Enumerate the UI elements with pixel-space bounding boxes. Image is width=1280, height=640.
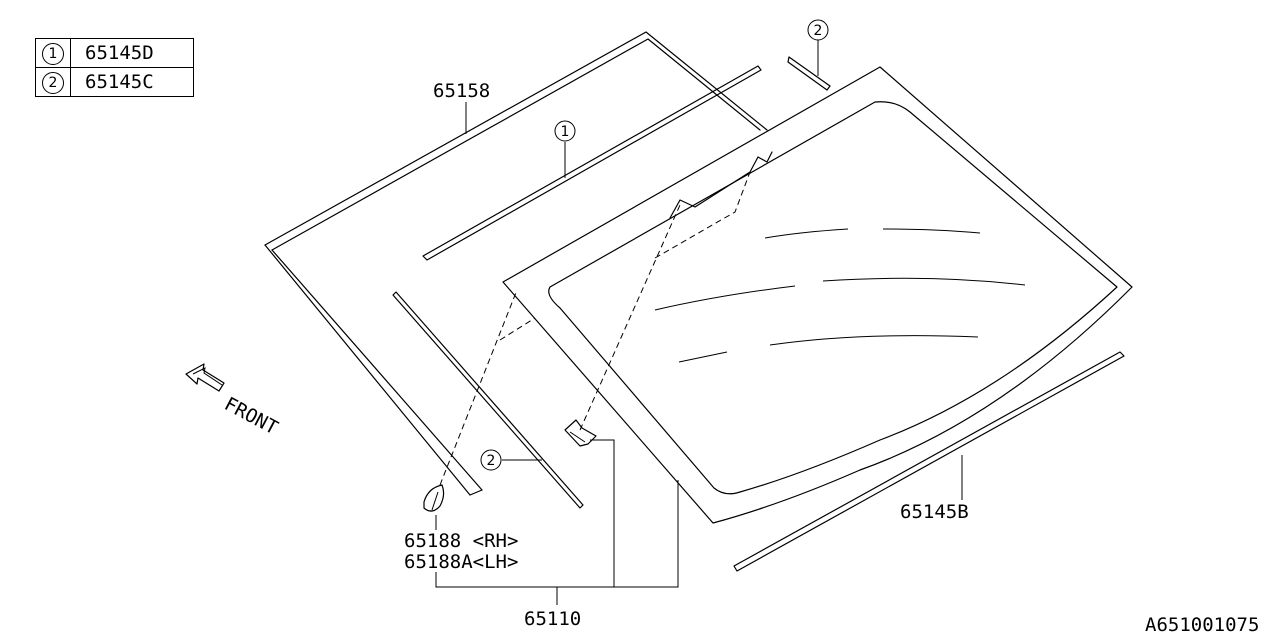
callout-number-2-side: 2 <box>487 453 496 469</box>
callout-circle-2-side <box>480 449 502 471</box>
top-right-molding-part-2 <box>787 56 831 91</box>
callout-number-1: 1 <box>561 124 570 140</box>
callout-circle-1 <box>554 120 576 142</box>
upper-molding-part-1 <box>422 65 762 261</box>
glass-clip <box>564 419 597 447</box>
front-direction-arrow-icon <box>185 363 225 392</box>
front-label: FRONT <box>221 393 282 439</box>
legend-number-2: 2 <box>42 72 64 94</box>
legend-part-65145C: 65145C <box>70 67 194 97</box>
label-65110: 65110 <box>524 608 581 630</box>
callout-number-2-top: 2 <box>814 23 823 39</box>
diagram-code: A651001075 <box>1145 614 1259 636</box>
callout-circle-2-top <box>807 19 829 41</box>
label-65188A-lh: 65188A<LH> <box>404 551 518 573</box>
label-65188-rh: 65188 <RH> <box>404 530 518 552</box>
legend-row: 1 65145D <box>35 38 194 68</box>
parts-legend-table: 1 65145D 2 65145C <box>35 38 194 97</box>
label-65158: 65158 <box>433 80 490 102</box>
assembly-guide-lines <box>439 171 751 486</box>
label-65145B: 65145B <box>900 501 969 523</box>
frame-molding-65158 <box>264 31 768 496</box>
spacer-65188 <box>423 484 445 512</box>
leader-lines <box>435 40 963 605</box>
bottom-molding-65145B <box>733 351 1125 572</box>
legend-part-65145D: 65145D <box>70 38 194 68</box>
legend-number-1: 1 <box>42 43 64 65</box>
legend-row: 2 65145C <box>35 67 194 97</box>
side-molding-part-2 <box>392 291 584 509</box>
windshield-glass-65110 <box>502 66 1133 524</box>
